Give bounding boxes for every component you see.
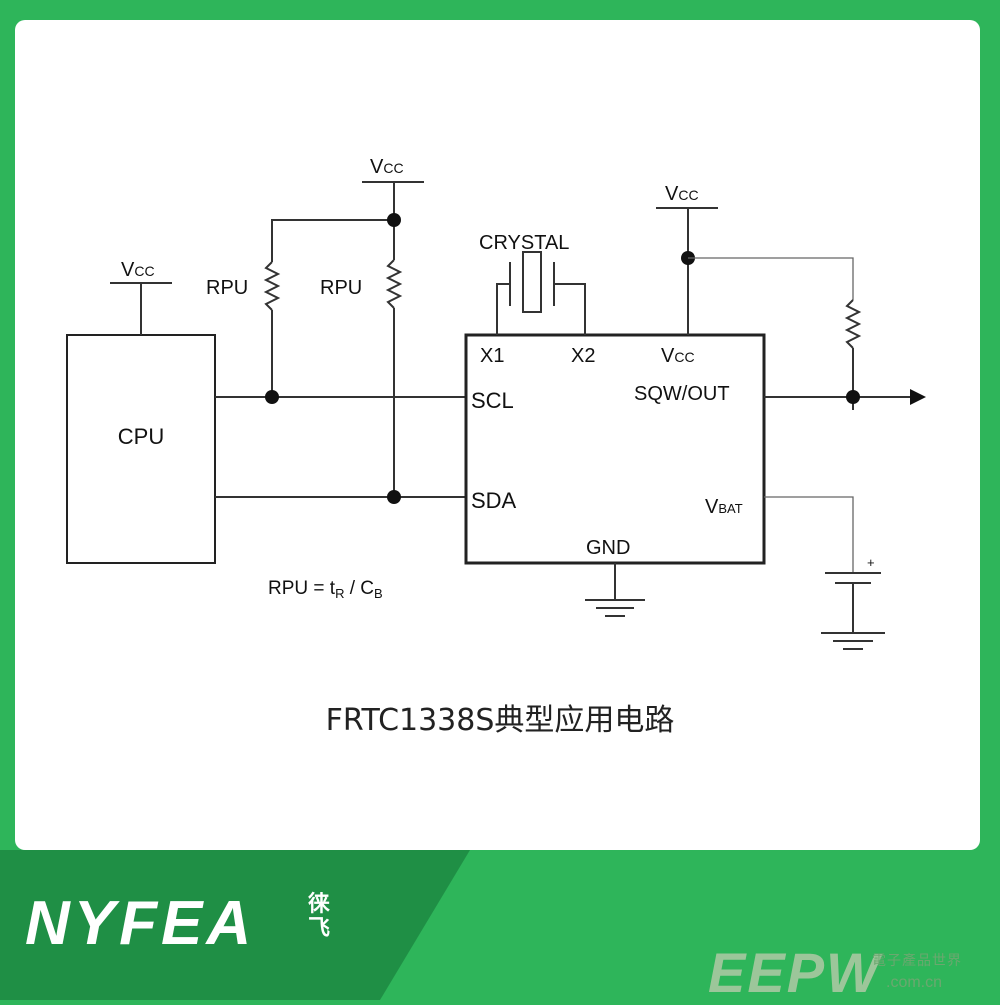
watermark-domain: .com.cn bbox=[886, 974, 943, 991]
eepw-watermark: EEPW 電子產品世界 .com.cn bbox=[700, 938, 1000, 1004]
svg-text:VCC: VCC bbox=[661, 345, 695, 367]
footer-band bbox=[0, 850, 470, 1000]
pin-vbat: V bbox=[705, 496, 719, 518]
brand-logo: NYFEA bbox=[25, 889, 256, 958]
pin-vbat-subscript: BAT bbox=[718, 501, 742, 516]
crystal-symbol bbox=[496, 251, 586, 335]
vcc-label: V bbox=[665, 183, 679, 205]
junction-dot bbox=[846, 390, 860, 404]
pin-x1: X1 bbox=[480, 345, 504, 367]
pin-x2: X2 bbox=[571, 345, 595, 367]
junction-dot bbox=[387, 213, 401, 227]
rtc-chip bbox=[464, 333, 766, 565]
junction-dot bbox=[265, 390, 279, 404]
ground-symbol-chip bbox=[585, 563, 645, 617]
pin-scl: SCL bbox=[471, 388, 514, 413]
cpu-block bbox=[66, 334, 216, 564]
watermark-logo: EEPW bbox=[708, 941, 881, 1004]
battery-symbol: + bbox=[825, 555, 881, 633]
diagram-caption: FRTC1338S典型应用电路 bbox=[325, 703, 675, 738]
junction-dot bbox=[387, 490, 401, 504]
brand-logo-cn: 徕 飞 bbox=[308, 892, 331, 941]
svg-text:VCC: VCC bbox=[370, 156, 404, 178]
pin-gnd: GND bbox=[586, 537, 630, 559]
pin-vcc: V bbox=[661, 345, 675, 367]
vcc-symbol-cpu: VCC bbox=[110, 259, 172, 335]
rpu-label-sda: RPU bbox=[320, 277, 362, 299]
sqw-pullup-resistor bbox=[844, 299, 862, 349]
vcc-subscript: CC bbox=[134, 263, 154, 279]
vcc-label: V bbox=[121, 259, 135, 281]
vcc-subscript: CC bbox=[678, 187, 698, 203]
rpu-label-scl: RPU bbox=[206, 277, 248, 299]
svg-text:VBAT: VBAT bbox=[705, 496, 743, 518]
svg-text:VCC: VCC bbox=[121, 259, 155, 281]
battery-plus-label: + bbox=[867, 555, 875, 570]
vcc-label: V bbox=[370, 156, 384, 178]
vcc-subscript: CC bbox=[383, 160, 403, 176]
ground-symbol-battery bbox=[821, 632, 885, 650]
vcc-symbol-chip: VCC bbox=[656, 183, 718, 335]
pin-vcc-subscript: CC bbox=[674, 349, 694, 365]
rpu-resistor-scl bbox=[263, 261, 281, 311]
pin-sda: SDA bbox=[471, 488, 517, 513]
vcc-symbol-pullup: VCC bbox=[362, 156, 424, 220]
pin-sqw-out: SQW/OUT bbox=[634, 383, 730, 405]
watermark-cn: 電子產品世界 bbox=[872, 953, 962, 969]
cpu-label: CPU bbox=[118, 424, 164, 449]
rpu-resistor-sda bbox=[385, 259, 403, 309]
svg-text:VCC: VCC bbox=[665, 183, 699, 205]
crystal-label: CRYSTAL bbox=[479, 232, 569, 254]
output-arrow-icon bbox=[910, 389, 926, 405]
rpu-formula: RPU = tR / CB bbox=[268, 578, 383, 601]
